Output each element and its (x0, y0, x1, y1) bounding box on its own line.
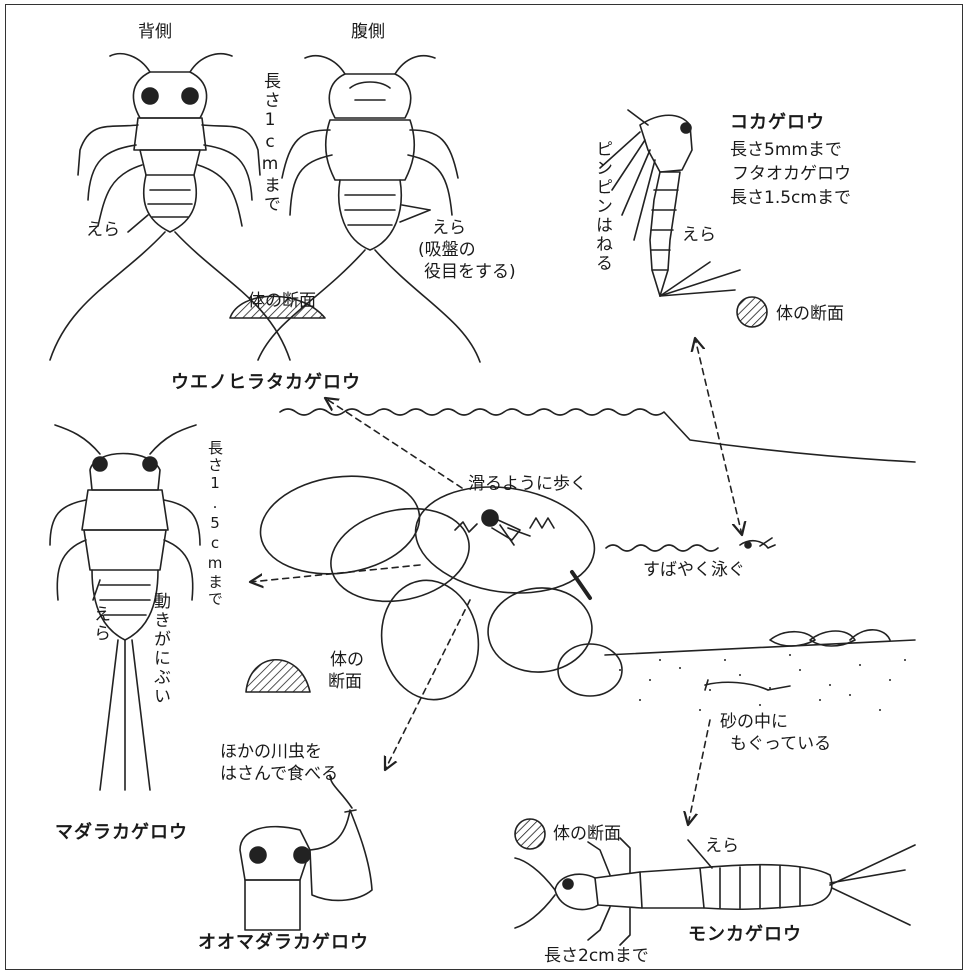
stone-walker-insect (482, 510, 530, 545)
swim-wave-line (606, 545, 718, 551)
label-section-2: 断面 (328, 672, 362, 693)
label-koka-gill: えら (682, 225, 716, 246)
label-gill-sucker-1: (吸盤の (418, 240, 476, 261)
label-section-1: 体の (330, 650, 364, 671)
arrow-to-oomadara (385, 600, 470, 770)
gill-pointer-dorsal (128, 215, 148, 232)
arrow-to-kokagerou (695, 338, 742, 535)
label-mon-length: 長さ2cmまで (544, 946, 649, 967)
mon-section-shape (515, 819, 545, 849)
label-gill-sucker-2: 役目をする) (424, 262, 516, 283)
kokagerou-section-shape (737, 297, 767, 327)
label-koka-section: 体の断面 (776, 304, 844, 325)
label-swim: すばやく泳ぐ (643, 560, 745, 581)
title-monkagerou: モンカゲロウ (688, 924, 802, 947)
movement-arrows (250, 338, 742, 825)
water-surface-line (280, 409, 915, 462)
madara-section-shape (246, 660, 310, 692)
label-futao-length: 長さ1.5cmまで (730, 188, 851, 209)
label-mon-gill: えら (705, 836, 739, 857)
swimming-larva (740, 538, 775, 548)
label-ueno-section: 体の断面 (248, 291, 316, 312)
sand-bed (605, 640, 915, 711)
label-gill-ventral: えら (432, 218, 466, 239)
label-glide: 滑るように歩く (468, 474, 587, 495)
label-mon-section: 体の断面 (553, 824, 621, 845)
label-prey-1: ほかの川虫を (220, 742, 322, 763)
label-sand-2: もぐっている (730, 734, 831, 755)
sand-larva (705, 680, 790, 690)
madara-drawing (50, 425, 200, 790)
kokagerou-drawing (600, 110, 740, 296)
river-stones (254, 466, 622, 707)
label-prey-2: はさんで食べる (220, 764, 338, 785)
label-ueno-length: 長さ1cmまで (258, 72, 283, 214)
stone-edge-larva (572, 572, 590, 598)
title-madara: マダラカゲロウ (55, 822, 188, 845)
label-pinpin: ピンピンはねる (590, 140, 615, 273)
label-gill-dorsal: えら (86, 220, 120, 241)
label-koka-length: 長さ5mmまで (730, 140, 842, 161)
label-ventral: 腹側 (351, 22, 385, 43)
title-kokagerou: コカゲロウ (730, 112, 825, 135)
label-futao: フタオカゲロウ (732, 164, 851, 185)
label-dorsal: 背側 (138, 22, 172, 43)
label-madara-length: 長さ1.5cmまで (205, 440, 226, 608)
arrow-to-monkagerou (688, 720, 710, 825)
title-oomadara: オオマダラカゲロウ (198, 932, 369, 955)
label-sand-1: 砂の中に (720, 712, 788, 733)
title-ueno: ウエノヒラタカゲロウ (171, 372, 361, 395)
label-madara-slow: 動きがにぶい (148, 592, 173, 706)
oomadara-drawing (240, 775, 372, 930)
label-madara-gill: えら (88, 605, 113, 643)
